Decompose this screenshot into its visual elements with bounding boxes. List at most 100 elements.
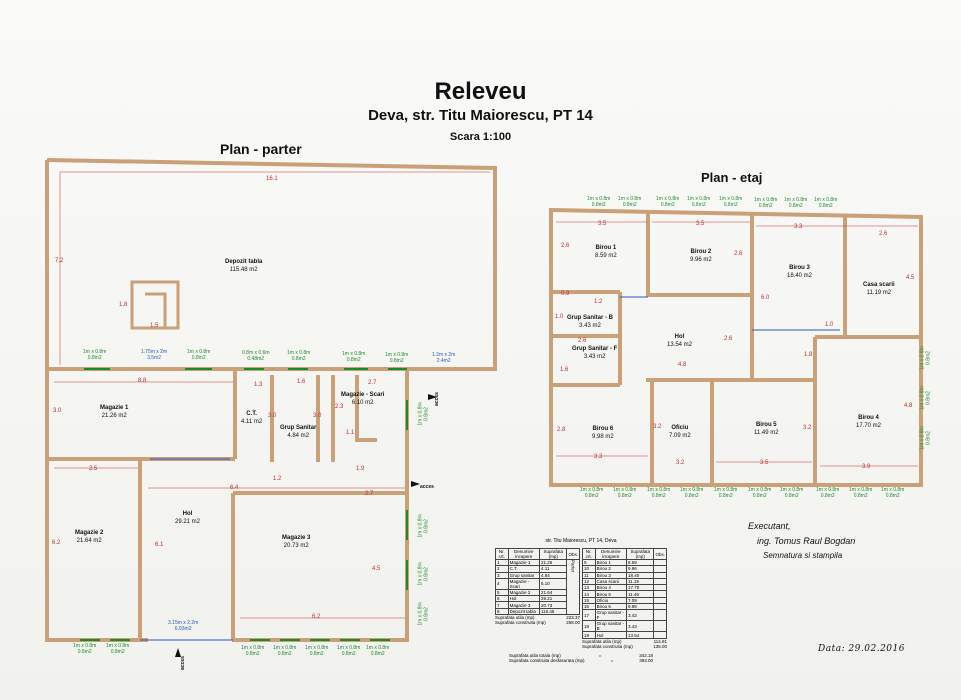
table-cell: 19 <box>582 631 596 639</box>
signature-label: Semnatura si stampila <box>763 551 843 560</box>
table-cell-obs: Parter <box>566 558 580 616</box>
dim-label: 1.2 <box>594 299 603 305</box>
dim-label: 0.9 <box>561 291 570 297</box>
sum-row: Suprafata construita (mp)135.00 <box>582 643 667 649</box>
dim-label: 4.8 <box>904 403 913 409</box>
table-header: Denumire incapere <box>594 548 627 560</box>
sum-row: Suprafata utila (mp)223.37 <box>495 615 580 621</box>
table-cell: 4.84 <box>538 571 568 579</box>
dim-label: 2.6 <box>578 338 587 344</box>
dim-label: 3.3 <box>594 454 603 460</box>
surface-table: str. Titu Maiorescu, PT 14, Deva Nr. crt… <box>495 538 667 663</box>
room-ct: C.T.4.11 m2 <box>241 411 263 425</box>
dim-label: 3.2 <box>676 460 685 466</box>
dim-label: 3.2 <box>653 424 662 430</box>
table-cell: 3.43 <box>625 620 655 633</box>
dim-label: 1.1 <box>346 430 355 436</box>
table-cell: Grup sanitar - F <box>594 609 627 622</box>
sum-row: Suprafata construita (mp)258.00 <box>495 620 580 626</box>
dim-label: 3.0 <box>268 413 277 419</box>
dim-label: 2.6 <box>561 243 570 249</box>
dim-label: 4.5 <box>906 275 915 281</box>
dim-label: 6.4 <box>230 485 239 491</box>
dim-label: 6.2 <box>52 540 61 546</box>
dim-label: 1.9 <box>356 466 365 472</box>
table-cell: 8 <box>495 607 509 616</box>
dim-label: 2.5 <box>89 466 98 472</box>
table-upper-floor: Nr. crt. Denumire incapere Suprafata (mp… <box>582 548 667 649</box>
dim-label: 3.3 <box>794 224 803 230</box>
table-cell: Depozit tabla <box>507 607 540 616</box>
dim-label: 1.0 <box>825 322 834 328</box>
dim-label: 2.7 <box>368 380 377 386</box>
dim-label: 1.8 <box>804 352 813 358</box>
executant-label: Executant, <box>748 521 791 531</box>
table-cell: Grup sanitar - B <box>594 620 627 633</box>
table-header: Suprafata (mp) <box>538 548 568 560</box>
dim-label: 3.9 <box>862 464 871 470</box>
upper-floor-title: Plan - etaj <box>701 170 763 185</box>
date-label: Data: 29.02.2016 <box>818 644 905 654</box>
table-cell: 4 <box>495 577 509 590</box>
table-cell-obs <box>653 631 667 639</box>
access-arrows <box>175 394 437 657</box>
access-label: acces <box>420 484 434 490</box>
table-cell: 17 <box>582 609 596 622</box>
table-header: Obs. <box>566 548 580 560</box>
table-cell: 3.43 <box>625 609 655 622</box>
scale-label: Scara 1:100 <box>449 131 512 143</box>
dim-label: 3.5 <box>598 221 607 227</box>
dim-label: 6.1 <box>155 542 164 548</box>
dim-label: 2.6 <box>724 336 733 342</box>
table-cell: 115.48 <box>538 607 568 616</box>
document-subtitle: Deva, str. Titu Maiorescu, PT 14 <box>368 107 593 124</box>
table-cell-obs <box>653 620 667 633</box>
dim-label: 16.1 <box>266 176 278 182</box>
access-label: acces <box>433 392 440 406</box>
dim-label: 1.3 <box>254 382 263 388</box>
dim-label: 1.6 <box>297 379 306 385</box>
table-cell: Hol <box>594 631 627 639</box>
table-cell: Birou 6 <box>594 603 627 611</box>
dim-label: 2.8 <box>557 427 566 433</box>
table-header-row: Nr. crt. Denumire incapere Suprafata (mp… <box>582 548 667 560</box>
table-cell: Grup sanitar <box>507 571 540 579</box>
dim-label: 6.2 <box>312 614 321 620</box>
